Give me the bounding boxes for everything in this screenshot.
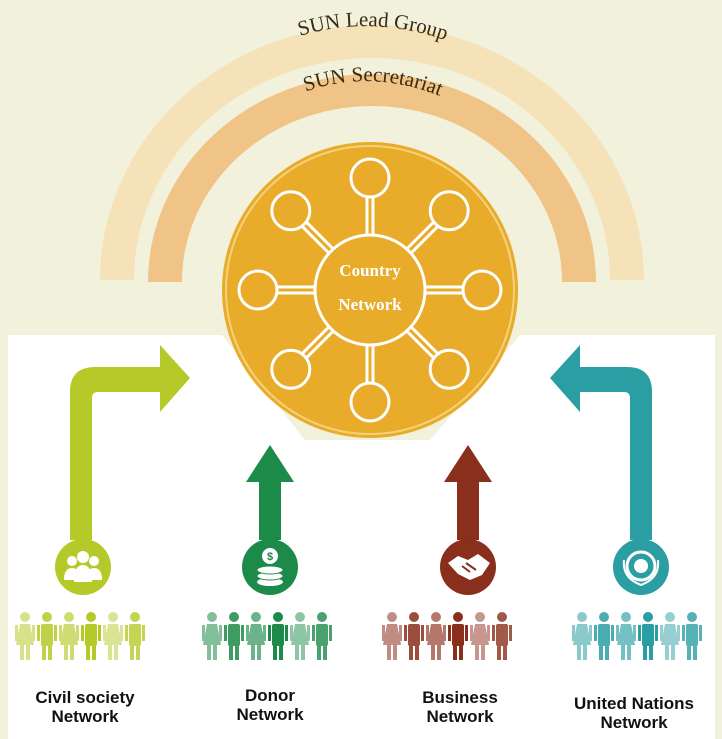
hub-node [349,381,391,423]
hub-spoke-line [405,221,435,251]
donor-people [202,612,332,660]
female-figure [470,612,490,660]
male-figure [312,612,332,660]
business-arrow [444,445,492,540]
people-group-icon [55,539,111,595]
hub-label-line2: Network [338,295,402,314]
donor-arrow [246,445,294,540]
un-people [572,612,702,660]
female-figure [15,612,35,660]
country-network-hub: Country Network [222,142,518,438]
hub-node [349,157,391,199]
hub-spoke-line [409,225,439,255]
female-figure [246,612,266,660]
business-people [382,612,512,660]
male-figure [268,612,288,660]
hub-label-line1: Country [339,261,401,280]
hub-node [237,269,279,311]
male-figure [638,612,658,660]
male-figure [404,612,424,660]
networks-panel [8,335,715,739]
svg-text:$: $ [267,551,273,563]
female-figure [660,612,680,660]
inner-arc [148,74,596,282]
un-emblem-icon [613,539,669,595]
hub-spoke-line [409,325,439,355]
male-figure [81,612,101,660]
male-figure [224,612,244,660]
male-figure [594,612,614,660]
hub-spoke-line [301,325,331,355]
outer-arc [100,25,644,280]
handshake-icon [440,539,496,595]
male-figure [37,612,57,660]
female-figure [382,612,402,660]
hub-node [461,269,503,311]
female-figure [59,612,79,660]
un-arrow [550,345,652,540]
hub-spoke-line [305,221,335,251]
male-figure [125,612,145,660]
hub-node [428,348,470,390]
hub-center [313,233,427,347]
hub-spokes [237,157,503,423]
female-figure [616,612,636,660]
coins-icon: $ [242,539,298,595]
female-figure [103,612,123,660]
hub-node [428,190,470,232]
male-figure [492,612,512,660]
male-figure [448,612,468,660]
hub-spoke-line [305,329,335,359]
hub-node [270,190,312,232]
hub-spoke-line [405,329,435,359]
civil-society-people [15,612,145,660]
female-figure [426,612,446,660]
female-figure [202,612,222,660]
female-figure [290,612,310,660]
hub-node [270,348,312,390]
civil-society-arrow [70,345,190,540]
male-figure [682,612,702,660]
female-figure [572,612,592,660]
hub-spoke-line [301,225,331,255]
